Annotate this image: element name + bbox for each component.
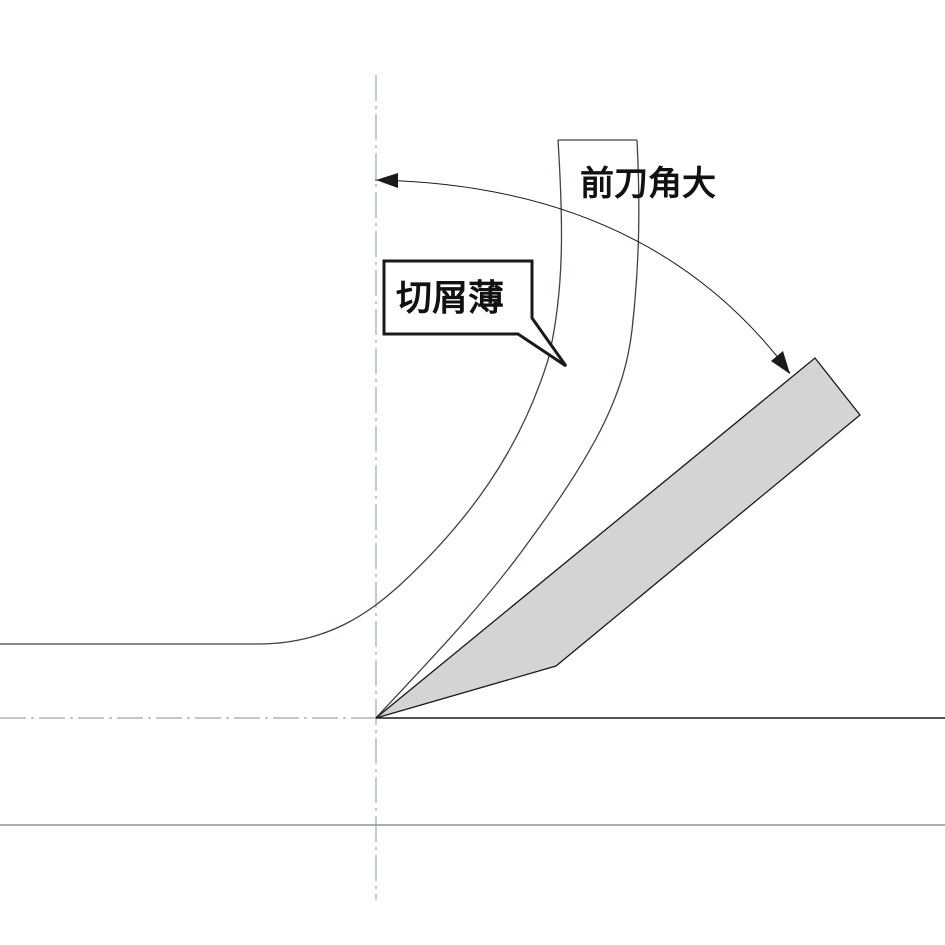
thin-chip-callout-box xyxy=(382,259,568,368)
chip-inner-curve xyxy=(0,139,563,645)
rake-angle-arrow-left xyxy=(376,173,398,188)
rake-angle-label: 前刀角大 xyxy=(580,164,716,204)
rake-angle-arc xyxy=(374,179,791,374)
thin-chip-label: 切屑薄 xyxy=(396,278,504,319)
chip-outer-curve xyxy=(375,139,640,719)
rake-angle-arrow-right xyxy=(771,351,790,374)
cutting-tool xyxy=(375,357,861,719)
